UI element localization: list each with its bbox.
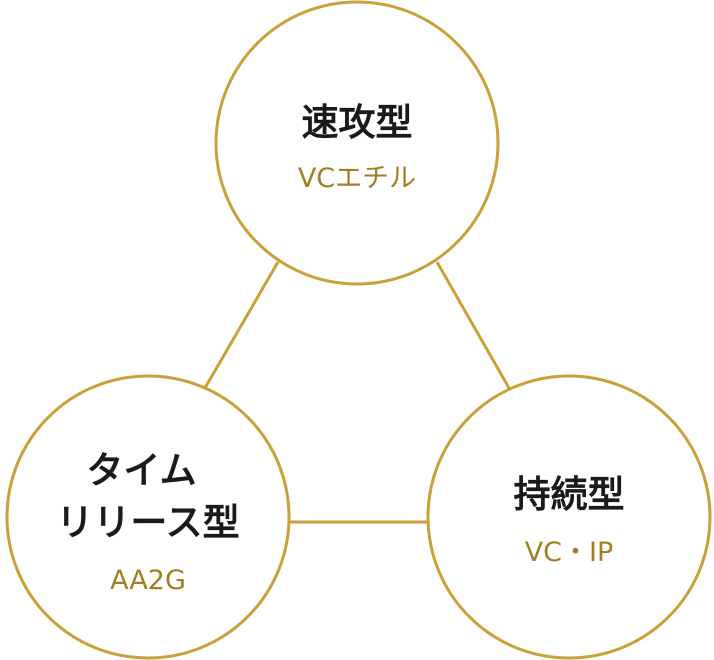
node-speed-type: 速攻型 VCエチル [214, 0, 500, 286]
node-title: 持続型 [514, 473, 625, 516]
node-circle [426, 374, 712, 660]
connector-top-bottom-right [435, 261, 511, 389]
node-circle [5, 374, 291, 660]
connector-top-bottom-left [203, 261, 280, 389]
node-title-line: リリース型 [56, 501, 239, 544]
node-sustained-type: 持続型 VC・IP [426, 374, 712, 660]
node-title: 速攻型 [302, 101, 413, 144]
node-title-line: 速攻型 [302, 101, 413, 144]
node-subtitle: VC・IP [525, 537, 614, 568]
node-subtitle: VCエチル [298, 163, 416, 194]
node-subtitle: AA2G [110, 565, 186, 596]
node-circle [214, 0, 500, 286]
node-title-line: タイム [86, 449, 196, 492]
node-title-line: 持続型 [514, 473, 625, 516]
node-time-release-type: タイム リリース型 AA2G [5, 374, 291, 660]
node-title: タイム リリース型 [56, 449, 239, 544]
